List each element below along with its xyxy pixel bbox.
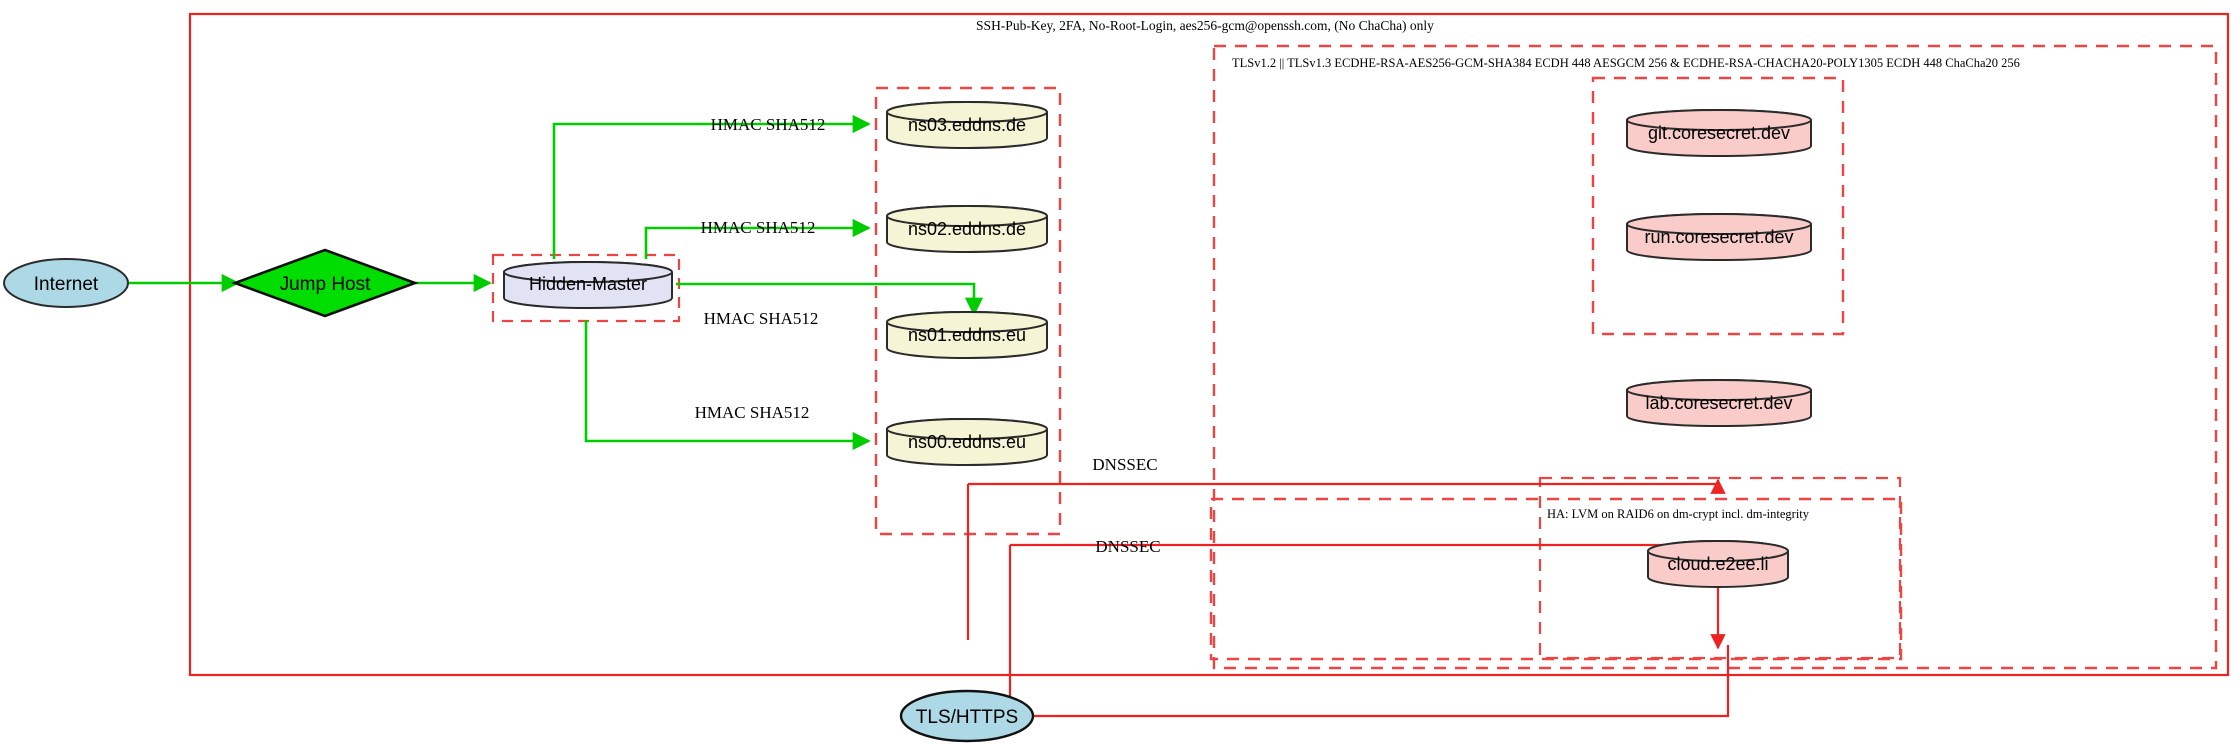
node-lab-coresecret-label: lab.coresecret.dev [1645,393,1792,413]
node-git-coresecret[interactable]: git.coresecret.dev [1626,109,1812,157]
node-jump-host[interactable]: Jump Host [231,248,419,318]
outer-boundary-ssh [188,12,2230,677]
node-ns00-label: ns00.eddns.eu [908,432,1026,452]
node-cloud-e2ee-label: cloud.e2ee.li [1667,554,1768,574]
cluster-lab-cloud-inner [1538,476,1902,660]
edge-tlshttps-right [1032,645,1730,718]
node-ns03[interactable]: ns03.eddns.de [886,101,1048,149]
node-run-coresecret-label: run.coresecret.dev [1644,227,1793,247]
node-run-coresecret[interactable]: run.coresecret.dev [1626,213,1812,261]
edge-hiddenmaster-ns01 [676,282,984,316]
node-git-coresecret-label: git.coresecret.dev [1648,123,1790,143]
node-ns00[interactable]: ns00.eddns.eu [886,418,1048,466]
cluster-nameservers [874,86,1062,536]
edge-hiddenmaster-ns02 [644,218,871,259]
edge-label-hmac-ns01: HMAC SHA512 [704,309,819,328]
node-ns03-label: ns03.eddns.de [908,115,1026,135]
node-tls-https[interactable]: TLS/HTTPS [899,689,1035,743]
node-lab-coresecret[interactable]: lab.coresecret.dev [1626,379,1812,427]
edge-label-hmac-ns00: HMAC SHA512 [695,403,810,422]
node-ns02-label: ns02.eddns.de [908,219,1026,239]
node-ns02[interactable]: ns02.eddns.de [886,205,1048,253]
edge-hiddenmaster-ns03 [552,114,871,259]
cluster-tls-policy-label: TLSv1.2 || TLSv1.3 ECDHE-RSA-AES256-GCM-… [1232,56,2020,70]
edge-hiddenmaster-ns00 [584,320,871,451]
node-cloud-e2ee[interactable]: cloud.e2ee.li [1647,540,1789,588]
cluster-tls-policy [1212,44,2218,670]
node-tls-https-label: TLS/HTTPS [916,707,1018,728]
node-hidden-master[interactable]: Hidden-Master [503,261,673,309]
edge-label-hmac-ns02: HMAC SHA512 [701,218,816,237]
edge-dnssec-lower [1010,543,1720,643]
edge-label-hmac-ns03: HMAC SHA512 [711,115,826,134]
node-ns01-label: ns01.eddns.eu [908,325,1026,345]
node-hidden-master-label: Hidden-Master [529,274,647,294]
outer-boundary-label: SSH-Pub-Key, 2FA, No-Root-Login, aes256-… [976,18,1434,33]
cluster-ha-storage [1209,497,1903,661]
cluster-ha-storage-label: HA: LVM on RAID6 on dm-crypt incl. dm-in… [1547,507,1810,521]
node-internet-label: Internet [34,274,99,295]
cluster-coresecret [1591,76,1845,336]
node-internet[interactable]: Internet [3,258,129,308]
edge-label-dnssec-lower: DNSSEC [1095,537,1160,556]
edge-label-dnssec-upper: DNSSEC [1092,455,1157,474]
node-jump-host-label: Jump Host [280,274,372,295]
edge-dnssec-upper [968,482,1720,486]
node-ns01[interactable]: ns01.eddns.eu [886,311,1048,359]
